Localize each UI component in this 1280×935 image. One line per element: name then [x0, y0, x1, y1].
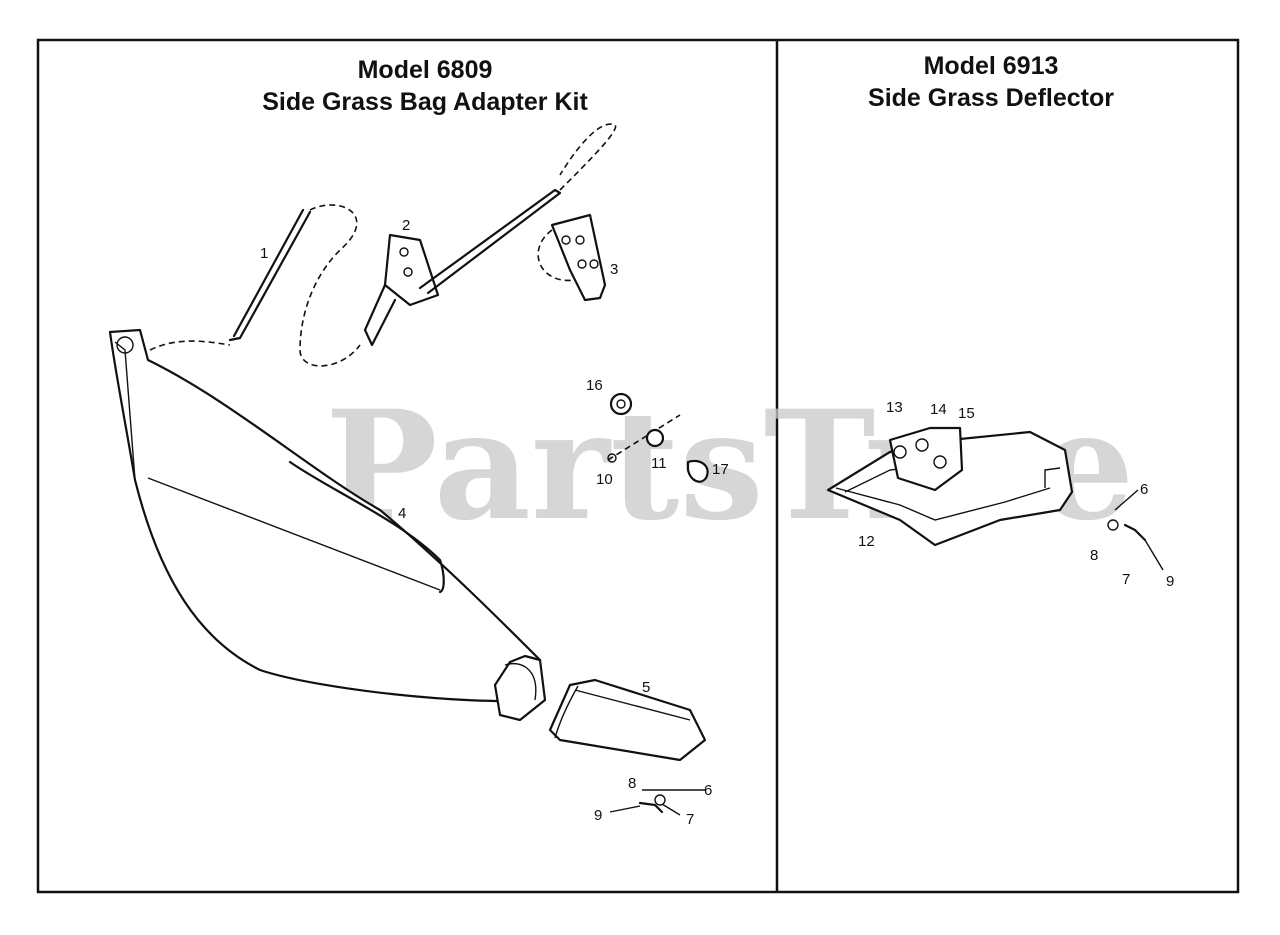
hardware-6-9-left: [609, 789, 706, 816]
callout-2: 2: [402, 217, 410, 234]
hardware-10-17: [607, 392, 709, 483]
callout-9-right: 9: [1166, 573, 1174, 590]
callout-14: 14: [930, 401, 947, 418]
part-2-bracket: [363, 123, 617, 347]
left-panel-title-model: Model 6809: [358, 56, 493, 84]
callout-11: 11: [651, 455, 667, 472]
callout-16: 16: [586, 377, 603, 394]
callout-6-right: 6: [1140, 481, 1148, 498]
callout-3: 3: [610, 261, 618, 278]
callout-6-left: 6: [704, 782, 712, 799]
part-1-rod: [149, 204, 361, 367]
part-3-plate: [537, 213, 607, 302]
callout-7-right: 7: [1122, 571, 1130, 588]
right-panel-title-name: Side Grass Deflector: [868, 84, 1114, 112]
left-panel-title-name: Side Grass Bag Adapter Kit: [262, 88, 588, 116]
callout-8-left: 8: [628, 775, 636, 792]
callout-7-left: 7: [686, 811, 694, 828]
right-panel-title-model: Model 6913: [924, 52, 1059, 80]
part-5-chute: [548, 678, 707, 762]
callout-8-right: 8: [1090, 547, 1098, 564]
callout-12: 12: [858, 533, 875, 550]
callout-1: 1: [260, 245, 268, 262]
callout-5: 5: [642, 679, 650, 696]
callout-10: 10: [596, 471, 613, 488]
parts-13-15-bracket: [888, 426, 964, 492]
callout-15: 15: [958, 405, 975, 422]
callout-4: 4: [398, 505, 406, 522]
hardware-6-9-right: [1107, 489, 1164, 571]
callout-9-left: 9: [594, 807, 602, 824]
diagram-frame: [36, 38, 1240, 894]
part-4-grass-bag: [108, 328, 547, 722]
callout-13: 13: [886, 399, 903, 416]
callout-17: 17: [712, 461, 729, 478]
